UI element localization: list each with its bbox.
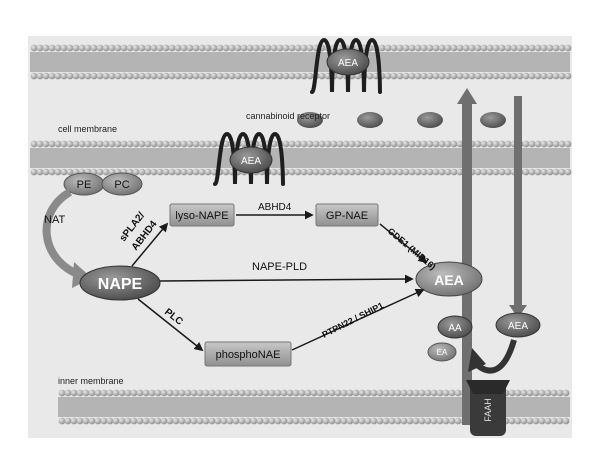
inner-membrane	[58, 389, 570, 425]
aea-transport-arrows	[457, 88, 527, 425]
nat-label: NAT	[44, 214, 65, 226]
lyso-nape-label: lyso-NAPE	[175, 210, 228, 222]
cannabinoid-receptor-label: cannabinoid receptor	[246, 111, 330, 121]
nat-arrow	[42, 188, 92, 288]
cannabinoid-receptor: AEA	[213, 131, 285, 186]
aea-right-node: AEA	[495, 312, 541, 338]
cell-membrane-label: cell membrane	[58, 124, 117, 134]
receptor-top: AEA	[310, 37, 382, 94]
aea-main-label: AEA	[434, 272, 464, 288]
nape-node: NAPE	[79, 265, 161, 301]
pc-node: PC	[101, 172, 143, 196]
nape-pld-label: NAPE-PLD	[252, 261, 307, 273]
gp-nae-node: GP-NAE	[315, 203, 379, 227]
floating-aea-molecules	[297, 112, 506, 128]
aea-main-node: AEA	[415, 261, 483, 297]
inner-membrane-label: inner membrane	[58, 376, 124, 386]
lyso-nape-node: lyso-NAPE	[169, 203, 235, 227]
faah-label: FAAH	[483, 398, 493, 422]
aa-label: AA	[448, 323, 462, 334]
ea-label: EA	[437, 348, 448, 357]
phospho-nae-node: phosphoNAE	[204, 341, 292, 367]
abhd4-label-b: ABHD4	[258, 202, 292, 213]
phospho-nae-label: phosphoNAE	[216, 349, 281, 361]
pe-node: PE	[63, 172, 105, 196]
pc-label: PC	[114, 179, 129, 191]
nape-label: NAPE	[98, 276, 143, 293]
aea-receptor-label: AEA	[241, 156, 261, 167]
outer-membrane	[30, 44, 572, 80]
faah-curved-arrow	[468, 339, 517, 374]
pe-label: PE	[77, 179, 92, 191]
aea-right-label: AEA	[508, 321, 528, 332]
pathway-arrows	[131, 210, 428, 352]
aa-node: AA	[437, 315, 473, 339]
gp-nae-label: GP-NAE	[326, 210, 368, 222]
faah-enzyme: FAAH	[466, 380, 510, 436]
aea-top-label: AEA	[338, 58, 358, 69]
cell-membrane	[30, 140, 572, 176]
ea-node: EA	[427, 342, 457, 362]
